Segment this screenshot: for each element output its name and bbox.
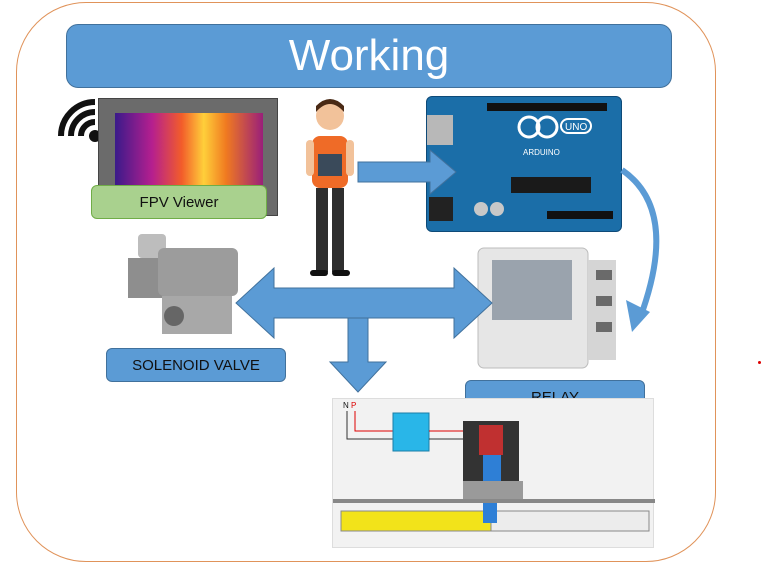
arduino-uno-board-image: ARDUINO UNO: [426, 96, 622, 232]
arrow-down-to-diagram: [328, 317, 388, 393]
curved-arrow-head: [626, 300, 650, 332]
solenoid-valve-image: [128, 234, 238, 334]
arrow-person-to-arduino: [357, 148, 457, 196]
curved-arrow-arduino-to-relay: [620, 167, 660, 320]
arduino-model-text: UNO: [565, 122, 587, 133]
valve-cross-section-diagram: N P: [332, 398, 655, 548]
terminal-p-label: P: [351, 401, 357, 410]
relay-image: [477, 247, 616, 369]
stray-red-dot: [758, 361, 761, 364]
person-with-tablet-image: [306, 99, 354, 276]
fpv-viewer-label: FPV Viewer: [91, 185, 267, 219]
double-arrow-valve-relay: [235, 266, 493, 340]
terminal-n-label: N: [343, 401, 349, 410]
page-title: Working: [66, 24, 672, 88]
arduino-brand-text: ARDUINO: [523, 148, 560, 157]
arduino-details: ARDUINO UNO: [427, 103, 613, 221]
fpv-viewer-text: FPV Viewer: [139, 193, 219, 211]
solenoid-valve-label: SOLENOID VALVE: [106, 348, 286, 382]
solenoid-valve-text: SOLENOID VALVE: [132, 356, 260, 374]
thermal-image: [115, 113, 263, 187]
arrows-layer: [235, 148, 660, 393]
title-text: Working: [288, 31, 450, 80]
diagram-drawing: [333, 411, 655, 532]
